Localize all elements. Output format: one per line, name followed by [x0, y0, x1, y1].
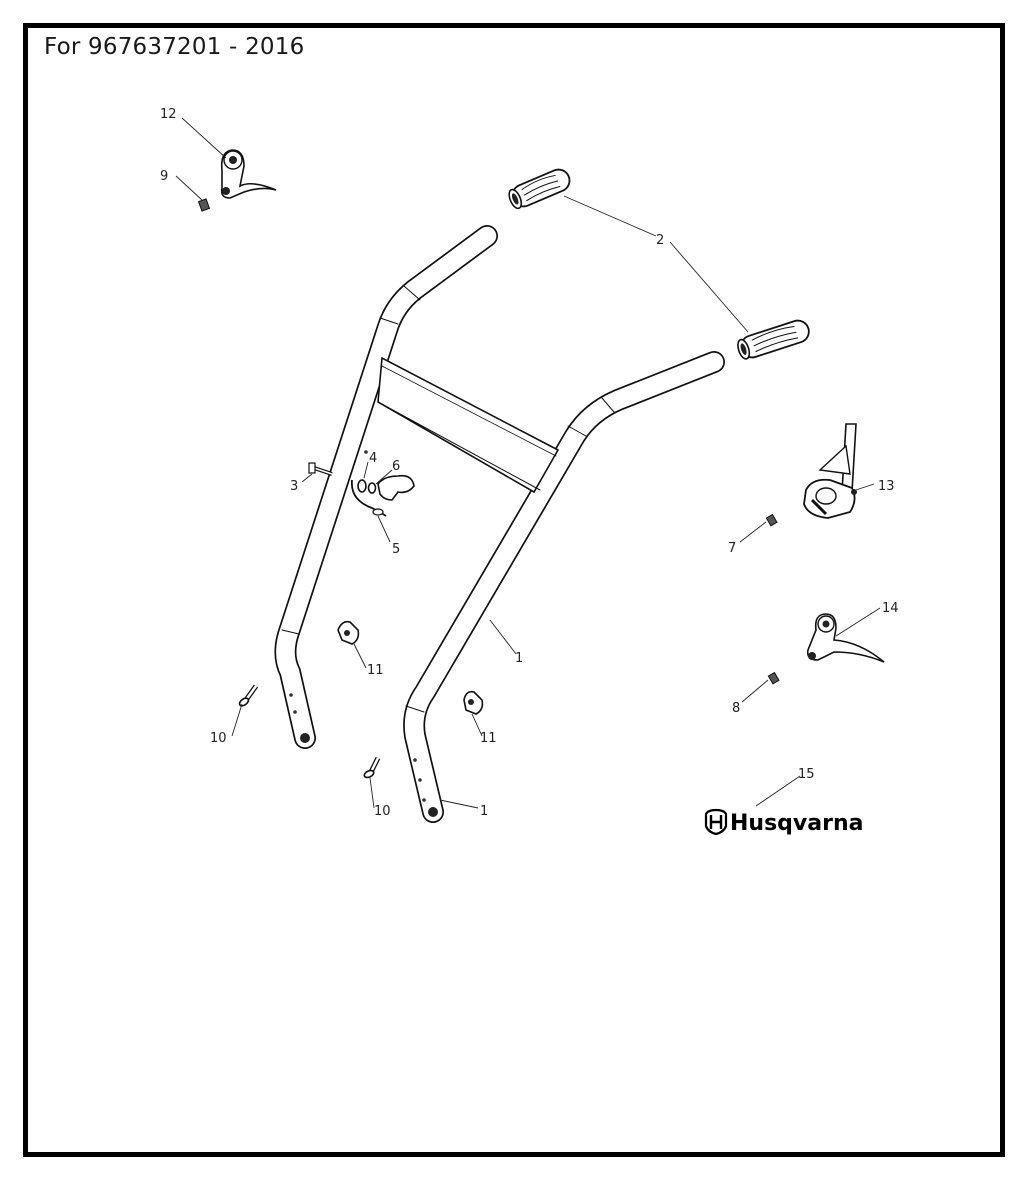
handle-tube-left [274, 225, 498, 749]
brand-name: Husqvarna [730, 811, 863, 836]
callout-14: 14 [882, 601, 899, 616]
callout-11-right: 11 [480, 731, 497, 746]
washer-4 [357, 479, 367, 493]
callout-1-lower: 1 [480, 804, 488, 819]
callout-8: 8 [732, 701, 740, 716]
clamp-11a [337, 620, 360, 645]
page-title: For 967637201 - 2016 [44, 34, 305, 60]
handle-tube-right [403, 351, 725, 823]
carriage-bolt-10a [238, 684, 259, 707]
knob [377, 474, 415, 501]
screw-9 [197, 198, 211, 212]
control-lever-12 [220, 149, 277, 199]
hand-grip-bottom [737, 319, 810, 360]
callout-15: 15 [798, 767, 815, 782]
cross-brace [377, 356, 560, 494]
diagram-frame [23, 23, 1005, 1157]
callout-6: 6 [392, 459, 400, 474]
husqvarna-crown-h-icon [704, 808, 728, 836]
tube-holes [289, 450, 426, 802]
callout-12: 12 [160, 107, 177, 122]
callout-13: 13 [878, 479, 895, 494]
callout-5: 5 [392, 542, 400, 557]
control-lever-13 [803, 423, 857, 519]
callout-9: 9 [160, 169, 168, 184]
leader-lines [175, 117, 881, 809]
callout-11-left: 11 [367, 663, 384, 678]
callout-10-left: 10 [210, 731, 227, 746]
control-lever-14 [806, 613, 885, 663]
callout-1-upper: 1 [515, 651, 523, 666]
carriage-bolt-10b [363, 756, 381, 779]
bolt-3 [308, 462, 333, 476]
callout-10-right: 10 [374, 804, 391, 819]
callout-2: 2 [656, 233, 664, 248]
screw-8 [767, 671, 780, 685]
clamp-11b [463, 690, 484, 715]
callout-7: 7 [728, 541, 736, 556]
screw-7 [765, 513, 778, 527]
clip-5 [350, 479, 387, 517]
hand-grip-top [508, 168, 571, 210]
washer-6 [367, 482, 377, 494]
callout-3: 3 [290, 479, 298, 494]
brand-decal: Husqvarna [704, 808, 863, 836]
callouts: 12 9 2 3 4 6 5 13 7 14 8 1 1 11 11 10 10… [160, 107, 899, 819]
callout-4: 4 [369, 451, 377, 466]
